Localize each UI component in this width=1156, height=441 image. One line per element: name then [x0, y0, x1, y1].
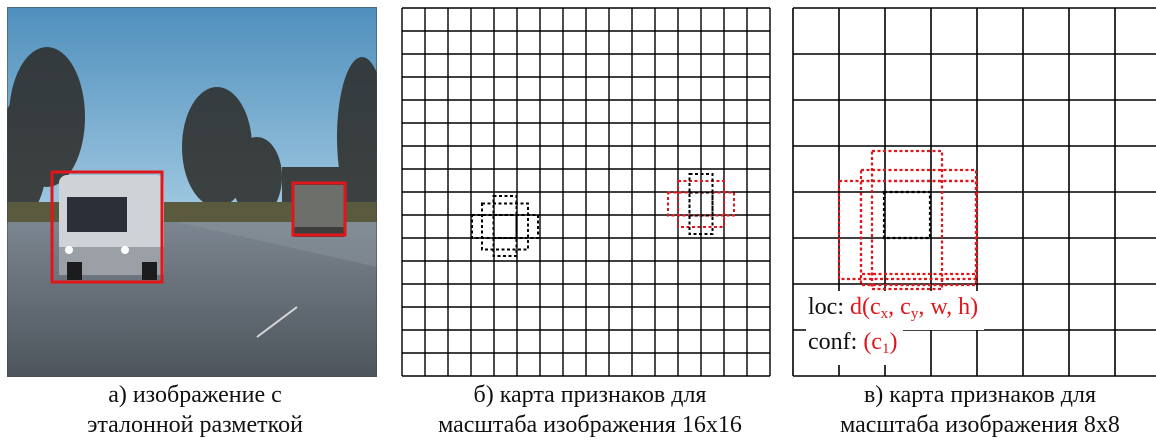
conf-label: conf: [808, 329, 858, 355]
caption-a-line2: эталонной разметкой [87, 412, 303, 438]
grid-16x16 [401, 7, 771, 377]
caption-c: в) карта признаков для масштаба изображе… [785, 380, 1156, 440]
loc-y-sub: y [910, 306, 919, 322]
default-boxes-right-black [688, 173, 714, 235]
caption-b-line2: масштаба изображения 16x16 [438, 412, 742, 438]
default-box-small-black [688, 191, 714, 217]
default-box-small [492, 214, 518, 239]
default-box-wide-red [837, 179, 979, 281]
ground-truth-box-truck [291, 181, 347, 237]
loc-cy: , c [888, 294, 911, 320]
conf-formula: (c1) [863, 329, 898, 357]
default-box-large [481, 202, 529, 251]
road-scene-illustration [7, 7, 377, 377]
caption-b-line1: б) карта признаков для [473, 382, 707, 408]
caption-a-line1: а) изображение с [108, 382, 282, 408]
reference-image [7, 7, 377, 377]
conf-sub: 1 [881, 341, 890, 357]
default-box-tall-black [688, 173, 714, 235]
conf-open: (c [863, 329, 882, 355]
caption-c-line2: масштаба изображения 8x8 [840, 412, 1120, 438]
loc-x-sub: x [880, 306, 889, 322]
caption-b: б) карта признаков для масштаба изображе… [395, 380, 785, 440]
conf-annotation: conf: (c1) [806, 326, 904, 365]
van-shape [59, 175, 164, 280]
conf-close: ) [889, 329, 898, 355]
loc-rest: , w, h) [918, 294, 979, 320]
default-box-large-red [677, 180, 725, 228]
loc-formula: d(cx, cy, w, h) [850, 294, 979, 322]
default-box-tall-red [870, 149, 944, 291]
default-box-large-red [859, 168, 978, 287]
loc-label: loc: [808, 294, 844, 320]
default-box-tall [492, 195, 518, 257]
loc-annotation: loc: d(cx, cy, w, h) [806, 291, 985, 330]
default-box-center-black [882, 190, 932, 240]
caption-c-line1: в) карта признаков для [863, 382, 1097, 408]
truck-shape [294, 185, 344, 237]
default-boxes-left [471, 195, 539, 257]
feature-map-16x16 [401, 7, 771, 377]
default-boxes-red [837, 149, 979, 291]
loc-d: d(c [850, 294, 881, 320]
default-box-mid-red [859, 179, 978, 276]
caption-a: а) изображение с эталонной разметкой [0, 380, 390, 440]
ground-truth-box-van [50, 170, 164, 284]
default-box-wide [471, 214, 539, 239]
